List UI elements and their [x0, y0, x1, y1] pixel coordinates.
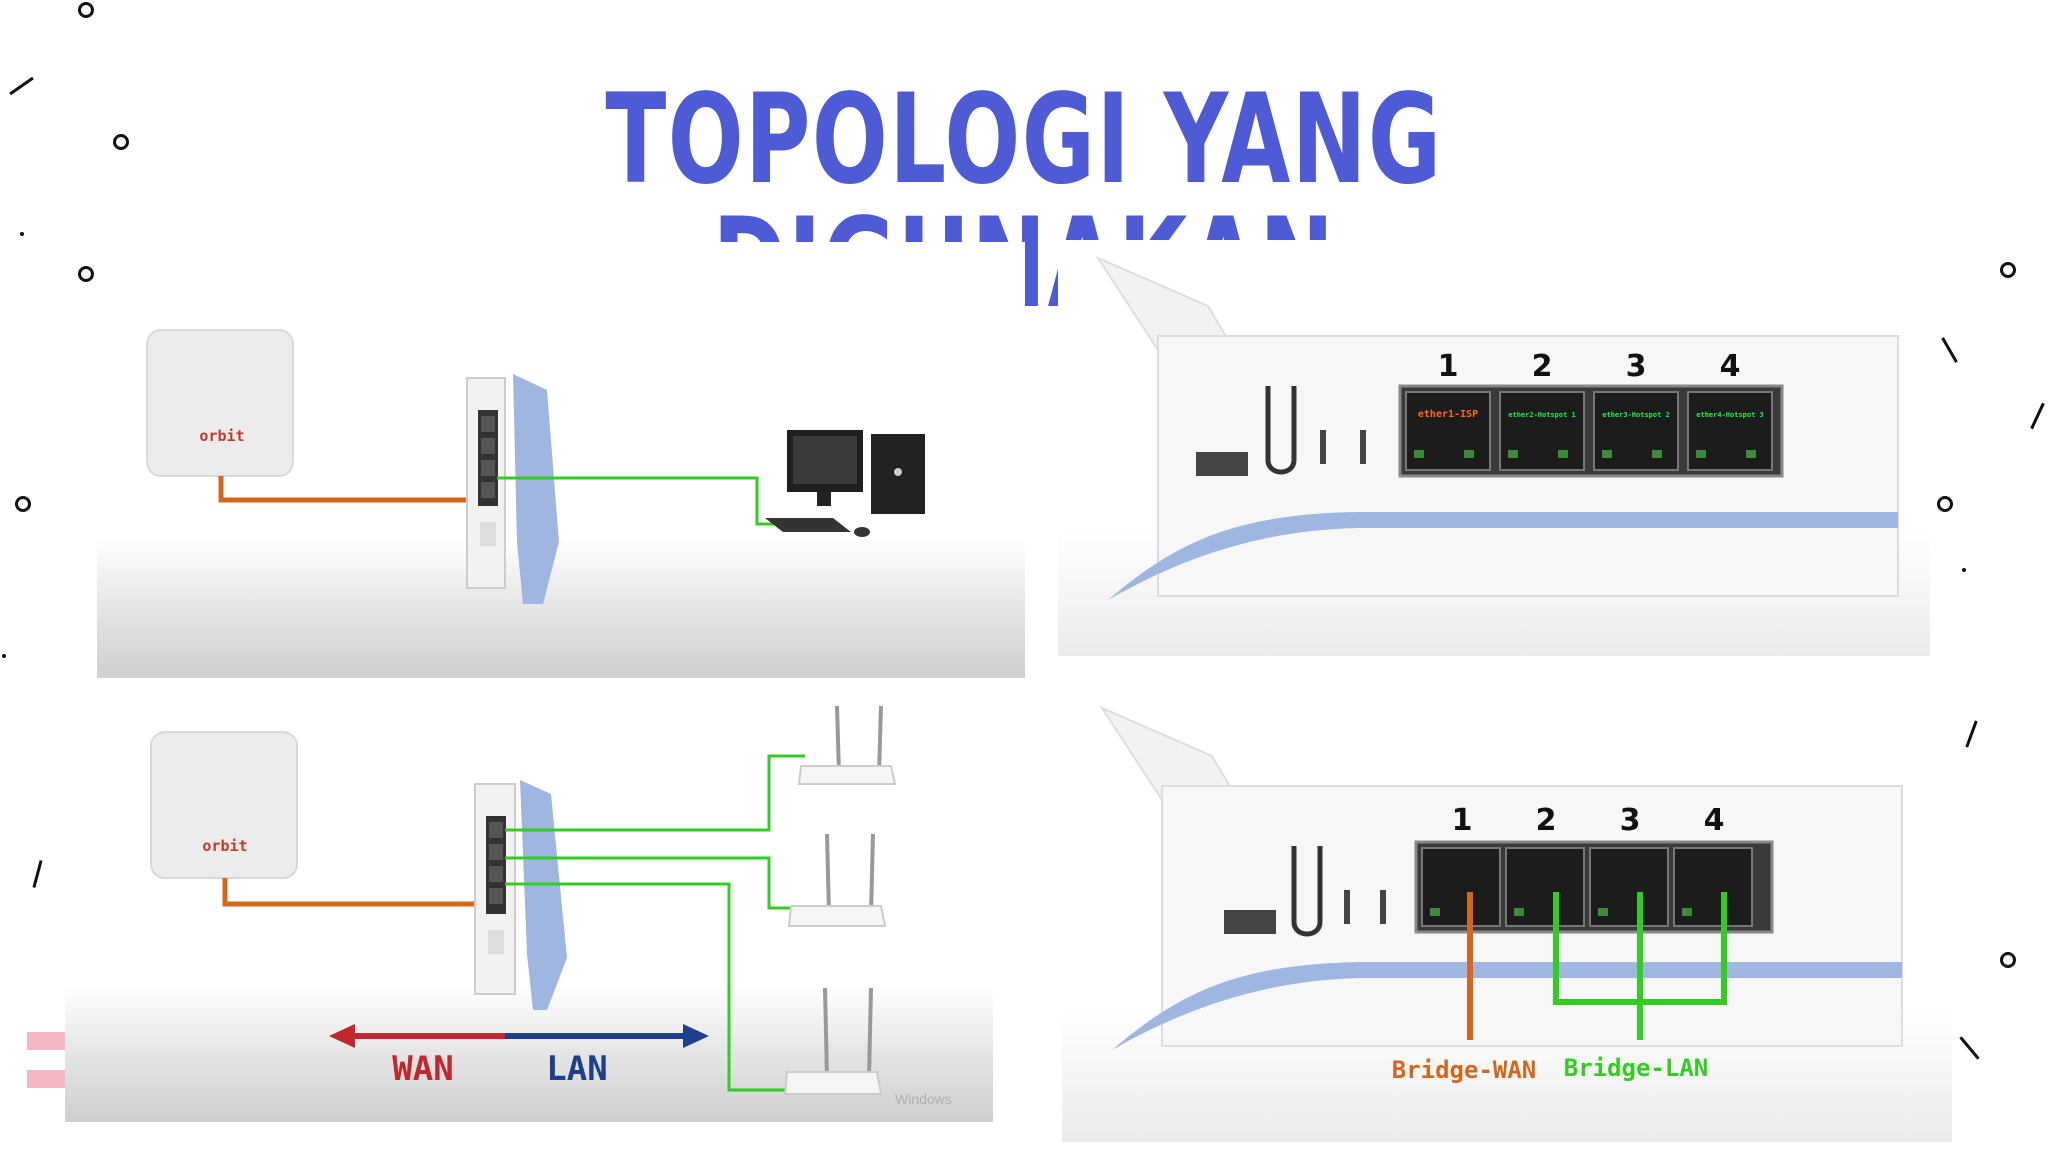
- lan-cable: [505, 882, 785, 1092]
- port-led: [1430, 908, 1440, 916]
- decoration-slash: [1965, 720, 1978, 748]
- decoration-slash: [9, 76, 34, 96]
- decoration-circle: [78, 266, 94, 282]
- decoration-circle: [2000, 262, 2016, 278]
- wireless-modem-icon: orbit: [146, 329, 294, 477]
- router-bridges-closeup: 1 2 3 4 Bridge-WAN Bridge-LAN: [1062, 690, 1952, 1142]
- wan-lan-arrow: WAN LAN: [329, 1024, 709, 1089]
- ethernet-port: [1687, 391, 1773, 471]
- access-point-icon: [787, 833, 887, 927]
- router-ports-closeup: 1 ether1-ISP 2 ether2-Hotspot 1 3 ether3-Hots…: [1058, 240, 1930, 656]
- topology-pc-diagram: orbit: [97, 242, 1025, 678]
- lan-label: LAN: [546, 1049, 607, 1089]
- port-led: [1558, 450, 1568, 458]
- modem-brand: orbit: [202, 837, 247, 855]
- wireless-modem-icon: orbit: [150, 731, 298, 879]
- decoration-dot: [2, 654, 6, 658]
- decoration-dot: [1962, 568, 1966, 572]
- port-label: ether4-Hotspot 3: [1696, 411, 1763, 419]
- decoration-slash: [1941, 337, 1958, 363]
- decoration-slash: [32, 860, 43, 888]
- windows-watermark: Windows: [895, 1091, 952, 1107]
- decoration-circle: [1937, 496, 1953, 512]
- wan-label: WAN: [392, 1049, 453, 1089]
- access-point-icon: [783, 987, 883, 1095]
- decoration-slash: [1959, 1036, 1980, 1060]
- decoration-dot: [20, 232, 24, 236]
- port-led: [1746, 450, 1756, 458]
- port-number: 4: [1704, 803, 1725, 838]
- mikrotik-router-icon: [466, 374, 559, 604]
- port-number: 1: [1452, 803, 1473, 838]
- lan-cable: [505, 856, 795, 910]
- port-number: 1: [1438, 349, 1459, 384]
- port-number: 2: [1536, 803, 1557, 838]
- ethernet-port: [1405, 391, 1491, 471]
- decoration-slash: [2030, 402, 2045, 430]
- port-led: [1514, 908, 1524, 916]
- port-led: [1464, 450, 1474, 458]
- lan-cable: [497, 476, 787, 526]
- ethernet-port: [1499, 391, 1585, 471]
- wan-cable: [222, 878, 497, 907]
- ethernet-port: [1593, 391, 1679, 471]
- port-label: ether2-Hotspot 1: [1508, 411, 1575, 419]
- port-number: 3: [1626, 349, 1647, 384]
- mikrotik-router-icon: [474, 780, 567, 1010]
- port-number: 4: [1720, 349, 1741, 384]
- decoration-bar: [27, 1070, 67, 1088]
- decoration-circle: [113, 134, 129, 150]
- bridge-wan-label: Bridge-WAN: [1392, 1056, 1537, 1084]
- port-led: [1682, 908, 1692, 916]
- topology-access-point-diagram: orbit: [65, 694, 993, 1122]
- port-led: [1652, 450, 1662, 458]
- modem-brand: orbit: [199, 427, 244, 445]
- port-led: [1414, 450, 1424, 458]
- bridge-lan-label: Bridge-LAN: [1564, 1054, 1709, 1082]
- decoration-circle: [15, 496, 31, 512]
- port-label: ether3-Hotspot 2: [1602, 411, 1669, 419]
- decoration-circle: [2000, 952, 2016, 968]
- wan-cable: [218, 476, 489, 503]
- port-number: 3: [1620, 803, 1641, 838]
- access-point-icon: [797, 705, 897, 785]
- port-number: 2: [1532, 349, 1553, 384]
- port-led: [1696, 450, 1706, 458]
- port-led: [1602, 450, 1612, 458]
- lan-cable: [505, 754, 805, 832]
- decoration-bar: [27, 1032, 67, 1050]
- decoration-circle: [78, 2, 94, 18]
- port-led: [1598, 908, 1608, 916]
- desktop-computer-icon: [765, 430, 925, 537]
- port-label: ether1-ISP: [1418, 409, 1478, 420]
- port-led: [1508, 450, 1518, 458]
